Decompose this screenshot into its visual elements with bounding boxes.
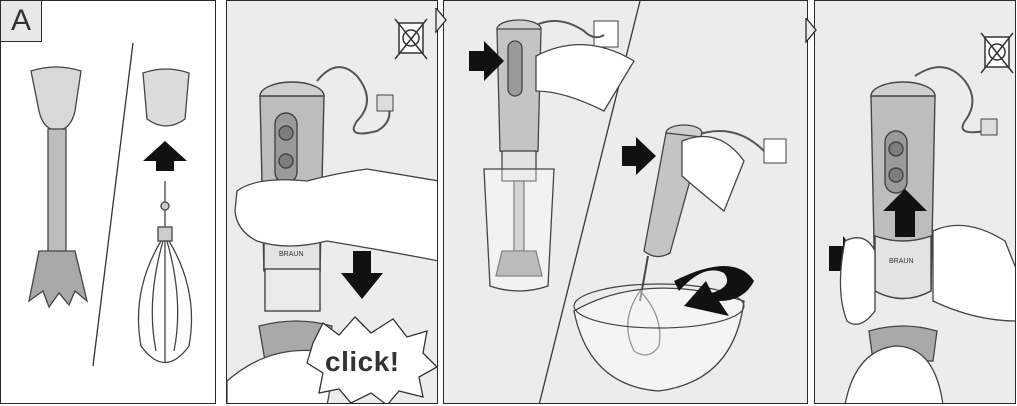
hand [933, 225, 1016, 321]
hand [840, 238, 875, 325]
panel-attachments: A [0, 0, 216, 404]
power-plug [981, 119, 997, 135]
blender-shaft [29, 67, 87, 307]
arrow-up-icon [143, 141, 187, 171]
panel-attach-shaft: BRAUN click! [226, 0, 438, 404]
whisk-gearbox [143, 69, 189, 126]
attachments-illustration [1, 1, 216, 404]
no-power-icon [395, 19, 427, 59]
brand-label: BRAUN [889, 258, 914, 265]
wall-socket [764, 139, 786, 163]
panel-operate [443, 0, 808, 404]
arrow-down-icon [341, 251, 383, 299]
wall-socket [594, 21, 618, 47]
power-plug [377, 95, 393, 111]
click-label: click! [325, 346, 400, 378]
brand-label: BRAUN [279, 251, 304, 258]
hand [536, 45, 634, 111]
hand-blender-motor: BRAUN [871, 82, 935, 299]
operate-illustration [444, 1, 808, 404]
hand [682, 137, 744, 212]
panel-detach: BRAUN [814, 0, 1016, 404]
panel-connector [804, 18, 818, 58]
detach-illustration: BRAUN [815, 1, 1016, 404]
no-power-icon [981, 33, 1013, 73]
beaker [484, 169, 554, 291]
whisk [139, 181, 192, 363]
divider-line [93, 43, 133, 366]
panel-connector [434, 8, 448, 48]
press-arrow-icon [622, 137, 656, 175]
attach-illustration: BRAUN [227, 1, 438, 404]
